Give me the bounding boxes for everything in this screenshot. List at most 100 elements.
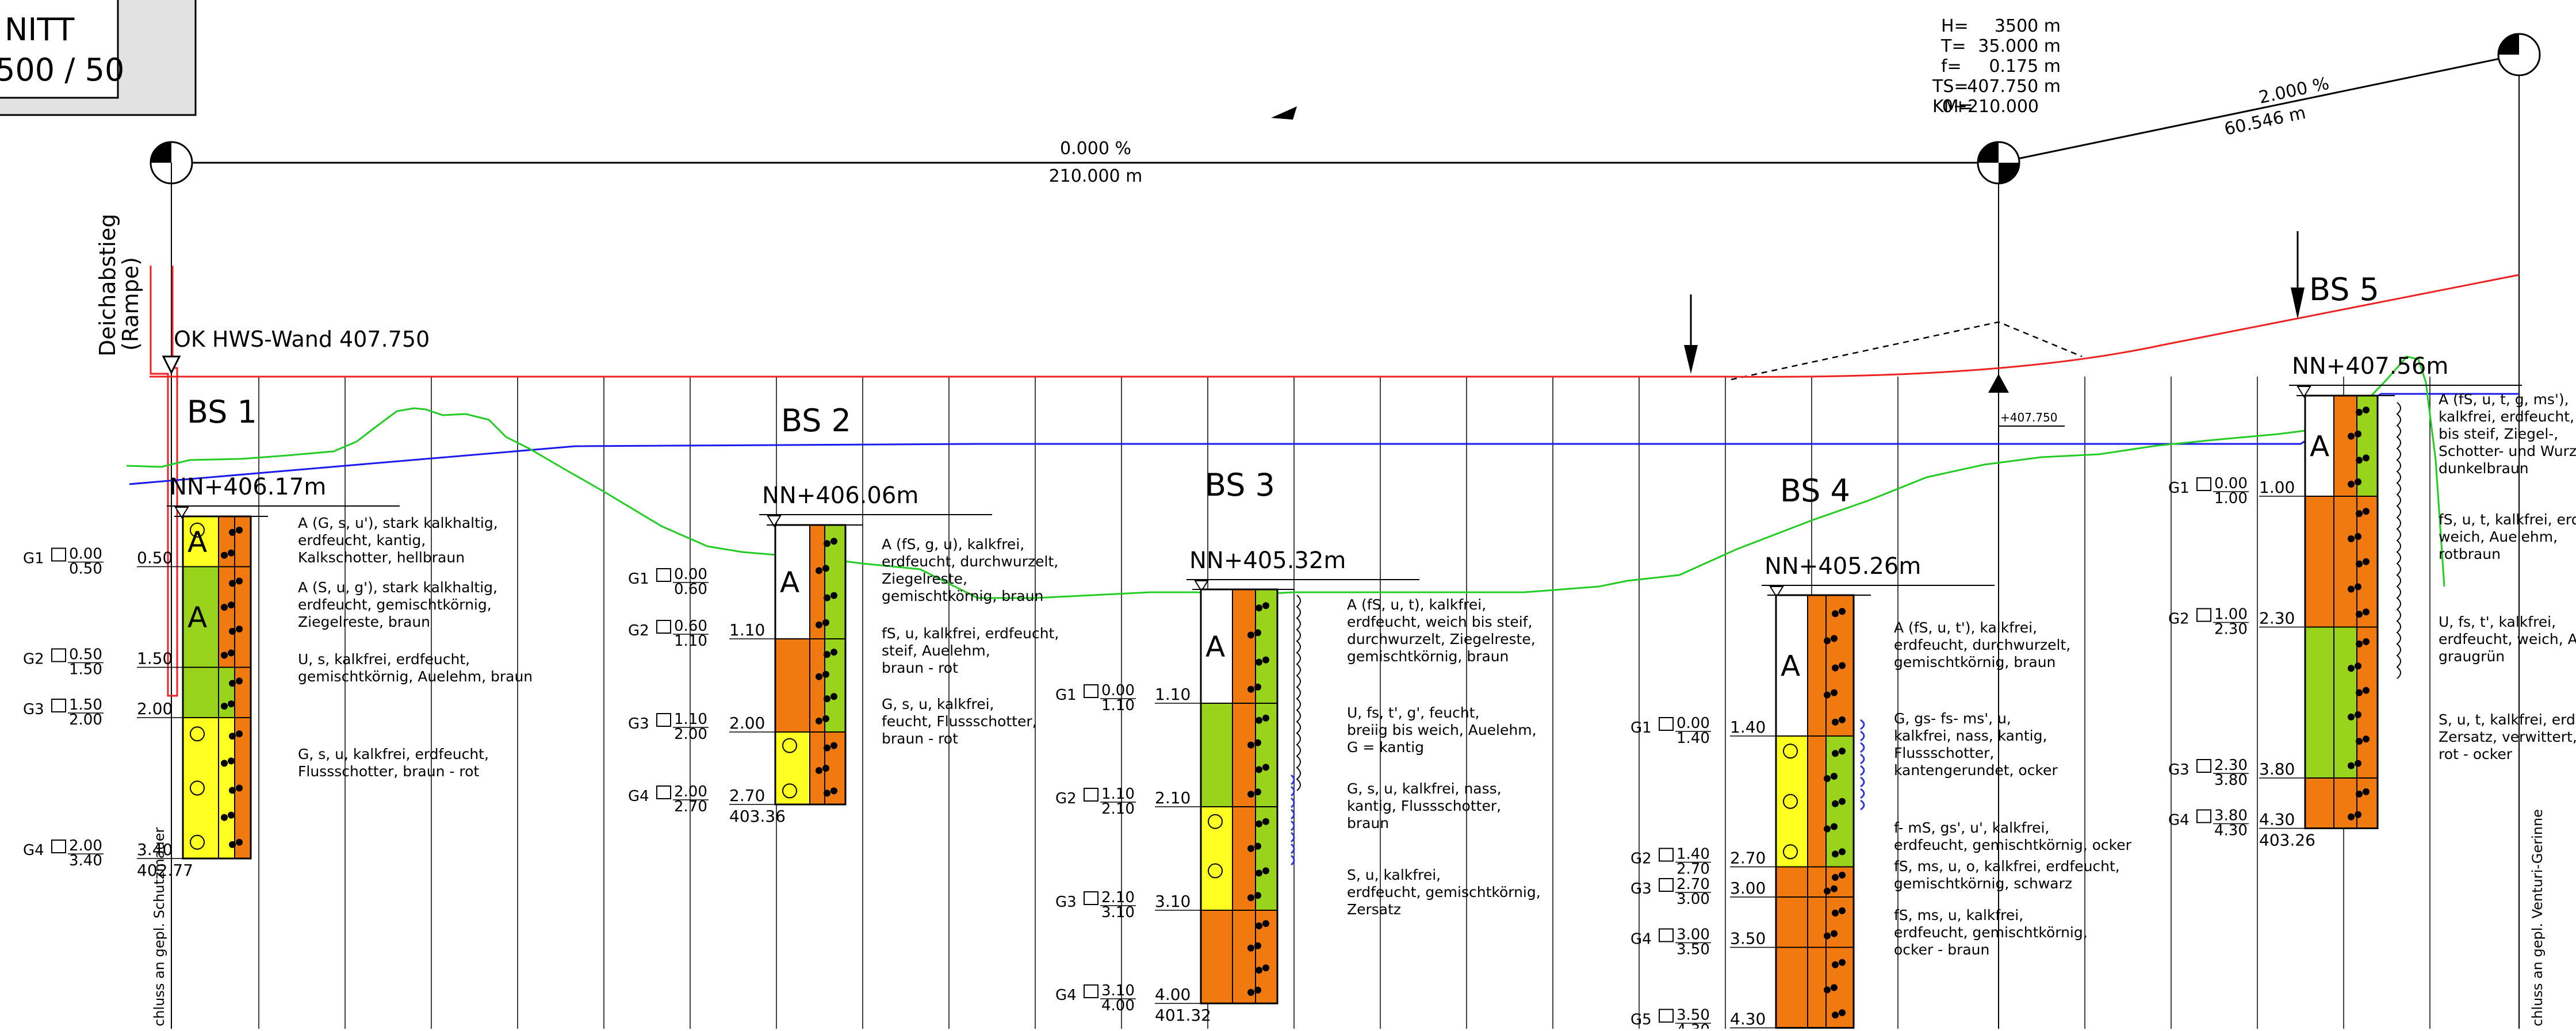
water-symbol xyxy=(1291,797,1295,808)
sample-box xyxy=(51,648,66,662)
sample-box xyxy=(1084,984,1098,998)
layer-depth: 3.10 xyxy=(1155,892,1191,911)
layer-description: f- mS, gs', u', kalkfrei, xyxy=(1894,819,2049,836)
water-symbol xyxy=(1291,854,1295,866)
soil-layer-band xyxy=(2333,777,2357,829)
sample-id: G2 xyxy=(1630,850,1652,868)
gravel-symbol xyxy=(1824,986,1831,994)
layer-description: G, s, u, kalkfrei, erdfeucht, xyxy=(298,746,489,762)
sample-bottom-depth: 3.10 xyxy=(1101,904,1135,921)
gravel-symbol xyxy=(830,592,837,599)
gravel-symbol xyxy=(221,760,228,767)
sample-box xyxy=(1659,1009,1674,1023)
gravel-symbol xyxy=(1824,775,1831,782)
layer-description: Ziegelreste, xyxy=(882,570,967,587)
sample-id: G4 xyxy=(1630,931,1652,948)
water-symbol xyxy=(1860,730,1865,742)
wall-top-triangle xyxy=(162,355,181,375)
soil-layer-band xyxy=(2305,626,2334,779)
station-marker-right xyxy=(2497,33,2541,1029)
layer-description: bis steif, Ziegel-, xyxy=(2439,426,2558,442)
sample-bottom-depth: 3.50 xyxy=(1676,941,1710,959)
soil-layer-band xyxy=(809,638,825,733)
gradient-arrow xyxy=(1271,106,1297,120)
layer-description: S, u, kalkfrei, xyxy=(1347,867,1441,883)
layer-description: erdfeucht, kantig, xyxy=(298,532,426,549)
curve-info-value-h: 3500 m xyxy=(1995,16,2061,36)
layer-description: weich, Auelehm, xyxy=(2439,528,2558,545)
gravel-symbol xyxy=(816,673,822,680)
sample-box xyxy=(2196,477,2211,491)
sample-id: G3 xyxy=(1630,880,1652,898)
borehole-nn-level: NN+405.32m xyxy=(1189,547,1346,574)
gravel-symbol xyxy=(1247,944,1254,952)
gravel-symbol xyxy=(1839,748,1846,755)
borehole-nn-level: NN+407.56m xyxy=(2292,353,2448,380)
borehole-bottom-elev: 403.26 xyxy=(2259,831,2315,850)
gravel-symbol xyxy=(1824,691,1831,699)
gravel-symbol xyxy=(1254,683,1261,691)
curve-info-label-f: f= xyxy=(1941,56,1962,76)
gravel-symbol xyxy=(1839,871,1846,879)
left-note: chluss an gepl. Schutzmauer xyxy=(151,827,167,1026)
water-symbol xyxy=(1860,799,1865,811)
sample-box xyxy=(1084,891,1098,905)
gravel-symbol xyxy=(1832,750,1839,757)
water-symbol xyxy=(1860,742,1865,753)
layer-description: braun - rot xyxy=(882,730,958,747)
gravel-symbol xyxy=(2348,432,2355,440)
gravel-symbol xyxy=(1832,961,1839,968)
sample-id: G1 xyxy=(2168,480,2190,497)
sample-top-depth: 2.30 xyxy=(2214,757,2248,774)
borehole-name: BS 4 xyxy=(1780,473,1850,509)
sample-box xyxy=(656,568,671,582)
pebble-symbol xyxy=(782,783,797,799)
sample-top-depth: 0.60 xyxy=(674,618,707,635)
borehole-nn-level: NN+405.26m xyxy=(1764,553,1921,580)
gravel-symbol xyxy=(1832,873,1839,881)
gravel-symbol xyxy=(221,651,228,659)
deichabstieg-label: Deichabstieg (Rampe) xyxy=(95,214,143,357)
layer-description: erdfeucht, gemischtkörnig, xyxy=(1894,924,2088,941)
nn-level-triangle xyxy=(1769,586,1784,598)
water-symbol xyxy=(1291,820,1295,831)
layer-description: Ziegelreste, braun xyxy=(298,614,430,630)
gravel-symbol xyxy=(1831,823,1838,830)
layer-description: erdfeucht, durchwurzelt, xyxy=(1894,637,2070,653)
gravel-symbol xyxy=(2356,689,2363,696)
right-note: chluss an gepl. Venturi-Gerinne xyxy=(2529,809,2546,1026)
gravel-symbol xyxy=(2355,583,2361,591)
gravel-symbol xyxy=(824,651,830,658)
curve-info-value-ts: 407.750 m xyxy=(1967,76,2061,97)
gravel-symbol xyxy=(228,757,235,765)
sample-top-depth: 1.40 xyxy=(1676,846,1710,863)
gravel-symbol xyxy=(229,680,236,687)
gravel-symbol xyxy=(1254,942,1261,949)
sample-top-depth: 3.10 xyxy=(1101,982,1135,999)
gravel-symbol xyxy=(1254,986,1261,994)
gravel-symbol xyxy=(1832,909,1839,917)
sample-top-depth: 2.70 xyxy=(1676,876,1710,893)
sample-top-depth: 1.00 xyxy=(2214,606,2248,623)
soil-layer-band xyxy=(182,717,219,859)
soil-layer-band xyxy=(2333,626,2357,779)
tangent-dashed-line xyxy=(1731,321,2083,381)
gradient-1-length: 210.000 m xyxy=(1049,166,1143,186)
gravel-symbol xyxy=(816,621,822,628)
curve-info-value-t: 35.000 m xyxy=(1978,36,2061,56)
layer-description: rotbraun xyxy=(2439,546,2501,562)
gravel-symbol xyxy=(830,649,837,656)
soft-soil-symbol xyxy=(1296,595,1301,791)
nn-level-triangle xyxy=(767,515,782,527)
pebble-symbol xyxy=(190,834,205,850)
soil-layer-band xyxy=(2356,626,2378,779)
gravel-symbol xyxy=(1839,662,1846,669)
borehole-bottom-elev: 402.77 xyxy=(137,861,193,880)
sample-box xyxy=(1659,928,1674,942)
gravel-symbol xyxy=(221,551,228,559)
gravel-symbol xyxy=(1832,718,1839,726)
borehole-name: BS 3 xyxy=(1205,467,1275,503)
soil-layer-band xyxy=(1200,806,1233,911)
sample-bottom-depth: 3.00 xyxy=(1676,891,1710,908)
gradient-line: 0.000 % 210.000 m 2.000 % 60.546 m xyxy=(171,53,2520,186)
